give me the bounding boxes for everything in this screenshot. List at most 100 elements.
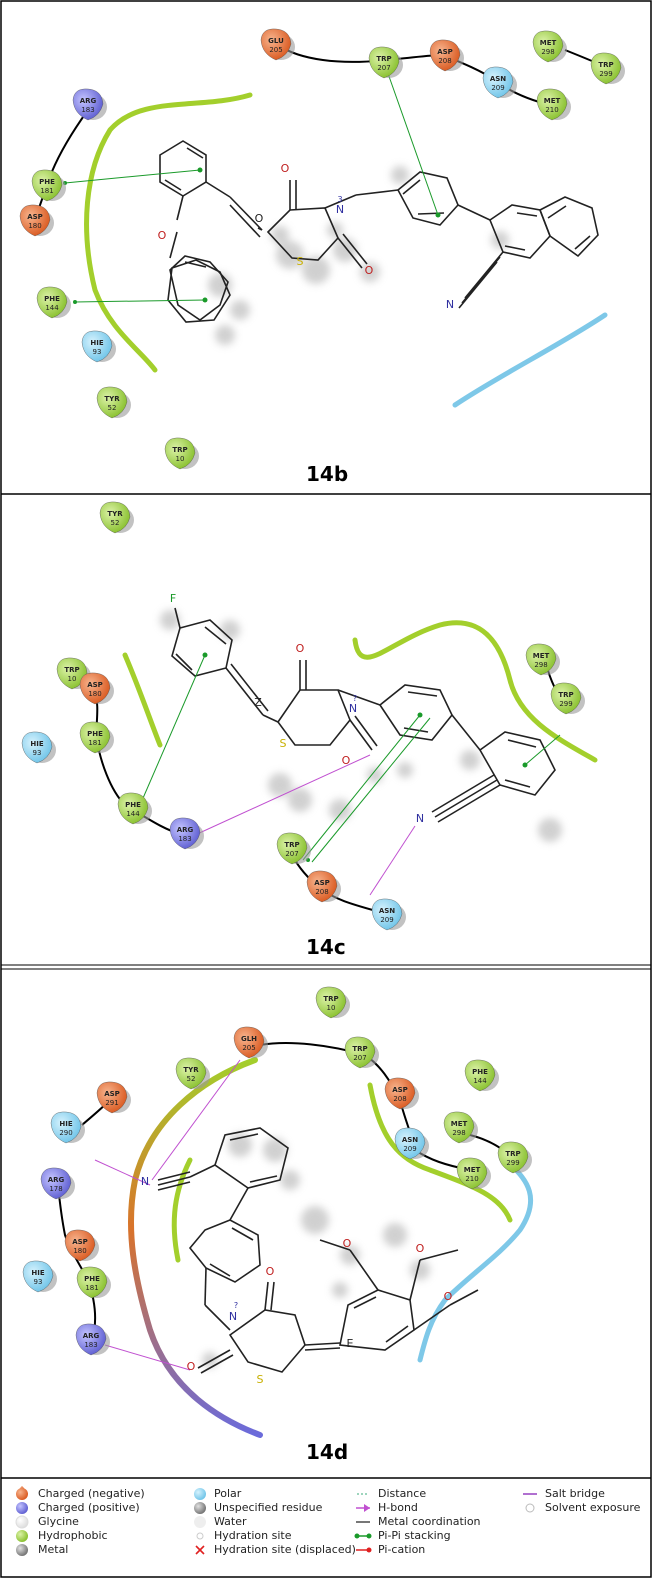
residue-number: 208	[315, 888, 328, 896]
residue-name: ASP	[392, 1086, 408, 1094]
legend	[15, 1486, 537, 1556]
residue-number: 183	[81, 106, 94, 114]
legend-pipi-icon	[354, 1533, 372, 1539]
residue-name: GLU	[268, 37, 284, 45]
atom-label: 3	[337, 195, 342, 204]
legend-positive-icon	[16, 1502, 28, 1514]
residue-number: 298	[452, 1129, 465, 1137]
atom-label: N	[416, 812, 424, 825]
residue-number: 210	[465, 1175, 478, 1183]
residue-name: ARG	[177, 826, 194, 834]
residue-number: 207	[285, 850, 298, 858]
residue-number: 93	[93, 348, 102, 356]
residue-name: ASP	[314, 879, 330, 887]
solvent-line	[452, 312, 608, 408]
residue-name: TRP	[352, 1045, 367, 1053]
atom-label: N	[446, 298, 454, 311]
residue-number: 144	[45, 304, 59, 312]
atom-label: O	[158, 229, 167, 242]
legend-negative-label: Charged (negative)	[38, 1487, 145, 1500]
residue-number: 209	[491, 84, 504, 92]
atom-label: O	[255, 212, 264, 225]
legend-hydrophobic-label: Hydrophobic	[38, 1529, 108, 1542]
panel-label-14c: 14c	[306, 935, 346, 959]
residue-name: ASP	[104, 1090, 120, 1098]
residue-number: 178	[49, 1185, 62, 1193]
atom-label: S	[297, 255, 304, 268]
residue-name: TYR	[107, 510, 123, 518]
legend-hydration-displaced-icon	[195, 1545, 205, 1555]
ligand-14d	[157, 1127, 479, 1374]
residue-number: 205	[269, 46, 282, 54]
panel-14b	[34, 44, 609, 408]
residue-name: PHE	[472, 1068, 488, 1076]
panel-label-14d: 14d	[306, 1440, 349, 1464]
legend-metal-icon	[16, 1544, 28, 1556]
legend-water-label: Water	[214, 1515, 247, 1528]
residue-name: TRP	[64, 666, 79, 674]
atom-label: O	[342, 754, 351, 767]
residue-number: 52	[111, 519, 120, 527]
atom-label: O	[365, 264, 374, 277]
residue-number: 180	[73, 1247, 86, 1255]
legend-pication-label: Pi-cation	[378, 1543, 426, 1556]
residue-number: 290	[59, 1129, 72, 1137]
legend-hydrophobic-icon	[16, 1530, 28, 1542]
residue-number: 207	[353, 1054, 366, 1062]
residue-number: 144	[126, 810, 140, 818]
hbond	[94, 1059, 241, 1371]
residue-name: TYR	[183, 1066, 199, 1074]
residue-name: HIE	[31, 1269, 44, 1277]
residue-name: TRP	[558, 691, 573, 699]
residue-number: 298	[541, 48, 554, 56]
residue-name: TYR	[104, 395, 120, 403]
residue-name: ASN	[490, 75, 506, 83]
solvent-line	[417, 1157, 534, 1363]
residue-name: GLH	[241, 1035, 257, 1043]
legend-metal-coordination-label: Metal coordination	[378, 1515, 481, 1528]
residue-number: 205	[242, 1044, 255, 1052]
legend-solvent-exposure-icon	[525, 1503, 535, 1513]
atom-label: E	[347, 1337, 354, 1350]
residue-name: TRP	[284, 841, 299, 849]
pipi-stacking	[64, 64, 439, 303]
residue-number: 144	[473, 1077, 487, 1085]
atom-label: ?	[353, 694, 357, 703]
residue-number: 181	[40, 187, 53, 195]
residue-name: PHE	[44, 295, 60, 303]
legend-positive-label: Charged (positive)	[38, 1501, 140, 1514]
residue-name: HIE	[90, 339, 103, 347]
atom-label: S	[280, 737, 287, 750]
residue-number: 93	[34, 1278, 43, 1286]
residue-name: TRP	[598, 61, 613, 69]
atom-label: N	[141, 1175, 149, 1188]
residue-name: PHE	[125, 801, 141, 809]
residue-name: ASN	[402, 1136, 418, 1144]
legend-glycine-icon	[15, 1515, 29, 1529]
ligand-14b	[159, 140, 599, 323]
residue-name: ARG	[83, 1332, 100, 1340]
ligand-14c	[171, 607, 556, 823]
residue-number: 299	[599, 70, 612, 78]
